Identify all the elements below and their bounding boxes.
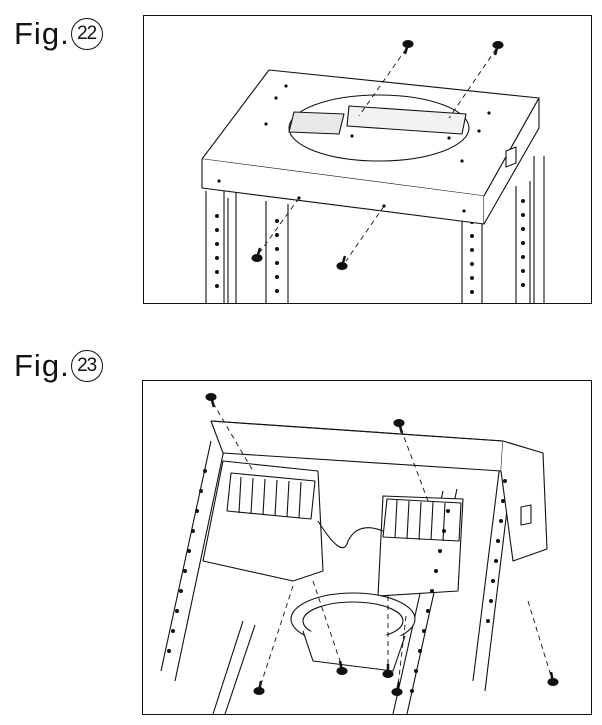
side-bracket (505, 146, 517, 168)
top-rail (210, 420, 504, 472)
screw-icon (492, 40, 504, 56)
front-left-post (205, 191, 229, 303)
screw-icon (336, 255, 348, 271)
screw-icon (382, 664, 394, 679)
left-filter-grille (226, 472, 316, 520)
rail-edge (210, 420, 504, 442)
screw-icon (336, 660, 348, 676)
figure-23-illustration (142, 380, 592, 715)
screw-icon (391, 681, 403, 697)
collar-base (302, 630, 406, 672)
screw-icon (253, 680, 265, 696)
figure-22-illustration (143, 15, 592, 304)
figure-prefix: Fig. (14, 348, 70, 383)
screw-icon (402, 39, 414, 55)
right-filter-grille (382, 498, 462, 542)
screws (205, 392, 559, 697)
screw-guide-lines (212, 402, 552, 687)
damper-shadow (288, 111, 345, 135)
figure-23-label: Fig. 23 (14, 348, 103, 384)
front-mid-left-post (265, 201, 289, 303)
screws (251, 39, 504, 271)
side-bracket (520, 504, 532, 526)
figure-22-label: Fig. 22 (14, 16, 103, 52)
housing-curve (317, 520, 384, 549)
left-post (160, 440, 226, 682)
inner-post (212, 620, 256, 714)
post-holes (215, 199, 525, 294)
damper-flap (346, 105, 467, 135)
figure-number-badge: 23 (70, 350, 103, 382)
screw-icon (251, 247, 263, 263)
screw-guide-lines (259, 48, 497, 262)
screw-icon (393, 418, 405, 434)
side-rail (500, 440, 548, 562)
screw-icon (205, 392, 217, 408)
figure-number-badge: 22 (70, 18, 103, 50)
cabinet-underside-assembly-drawing (160, 392, 559, 714)
plate-holes (217, 84, 491, 213)
screw-icon (547, 671, 559, 687)
rear-right-post (533, 156, 545, 303)
post-holes (167, 469, 507, 693)
cabinet-top-assembly-drawing (201, 39, 545, 303)
figure-prefix: Fig. (14, 16, 70, 51)
front-right-post (515, 181, 531, 303)
